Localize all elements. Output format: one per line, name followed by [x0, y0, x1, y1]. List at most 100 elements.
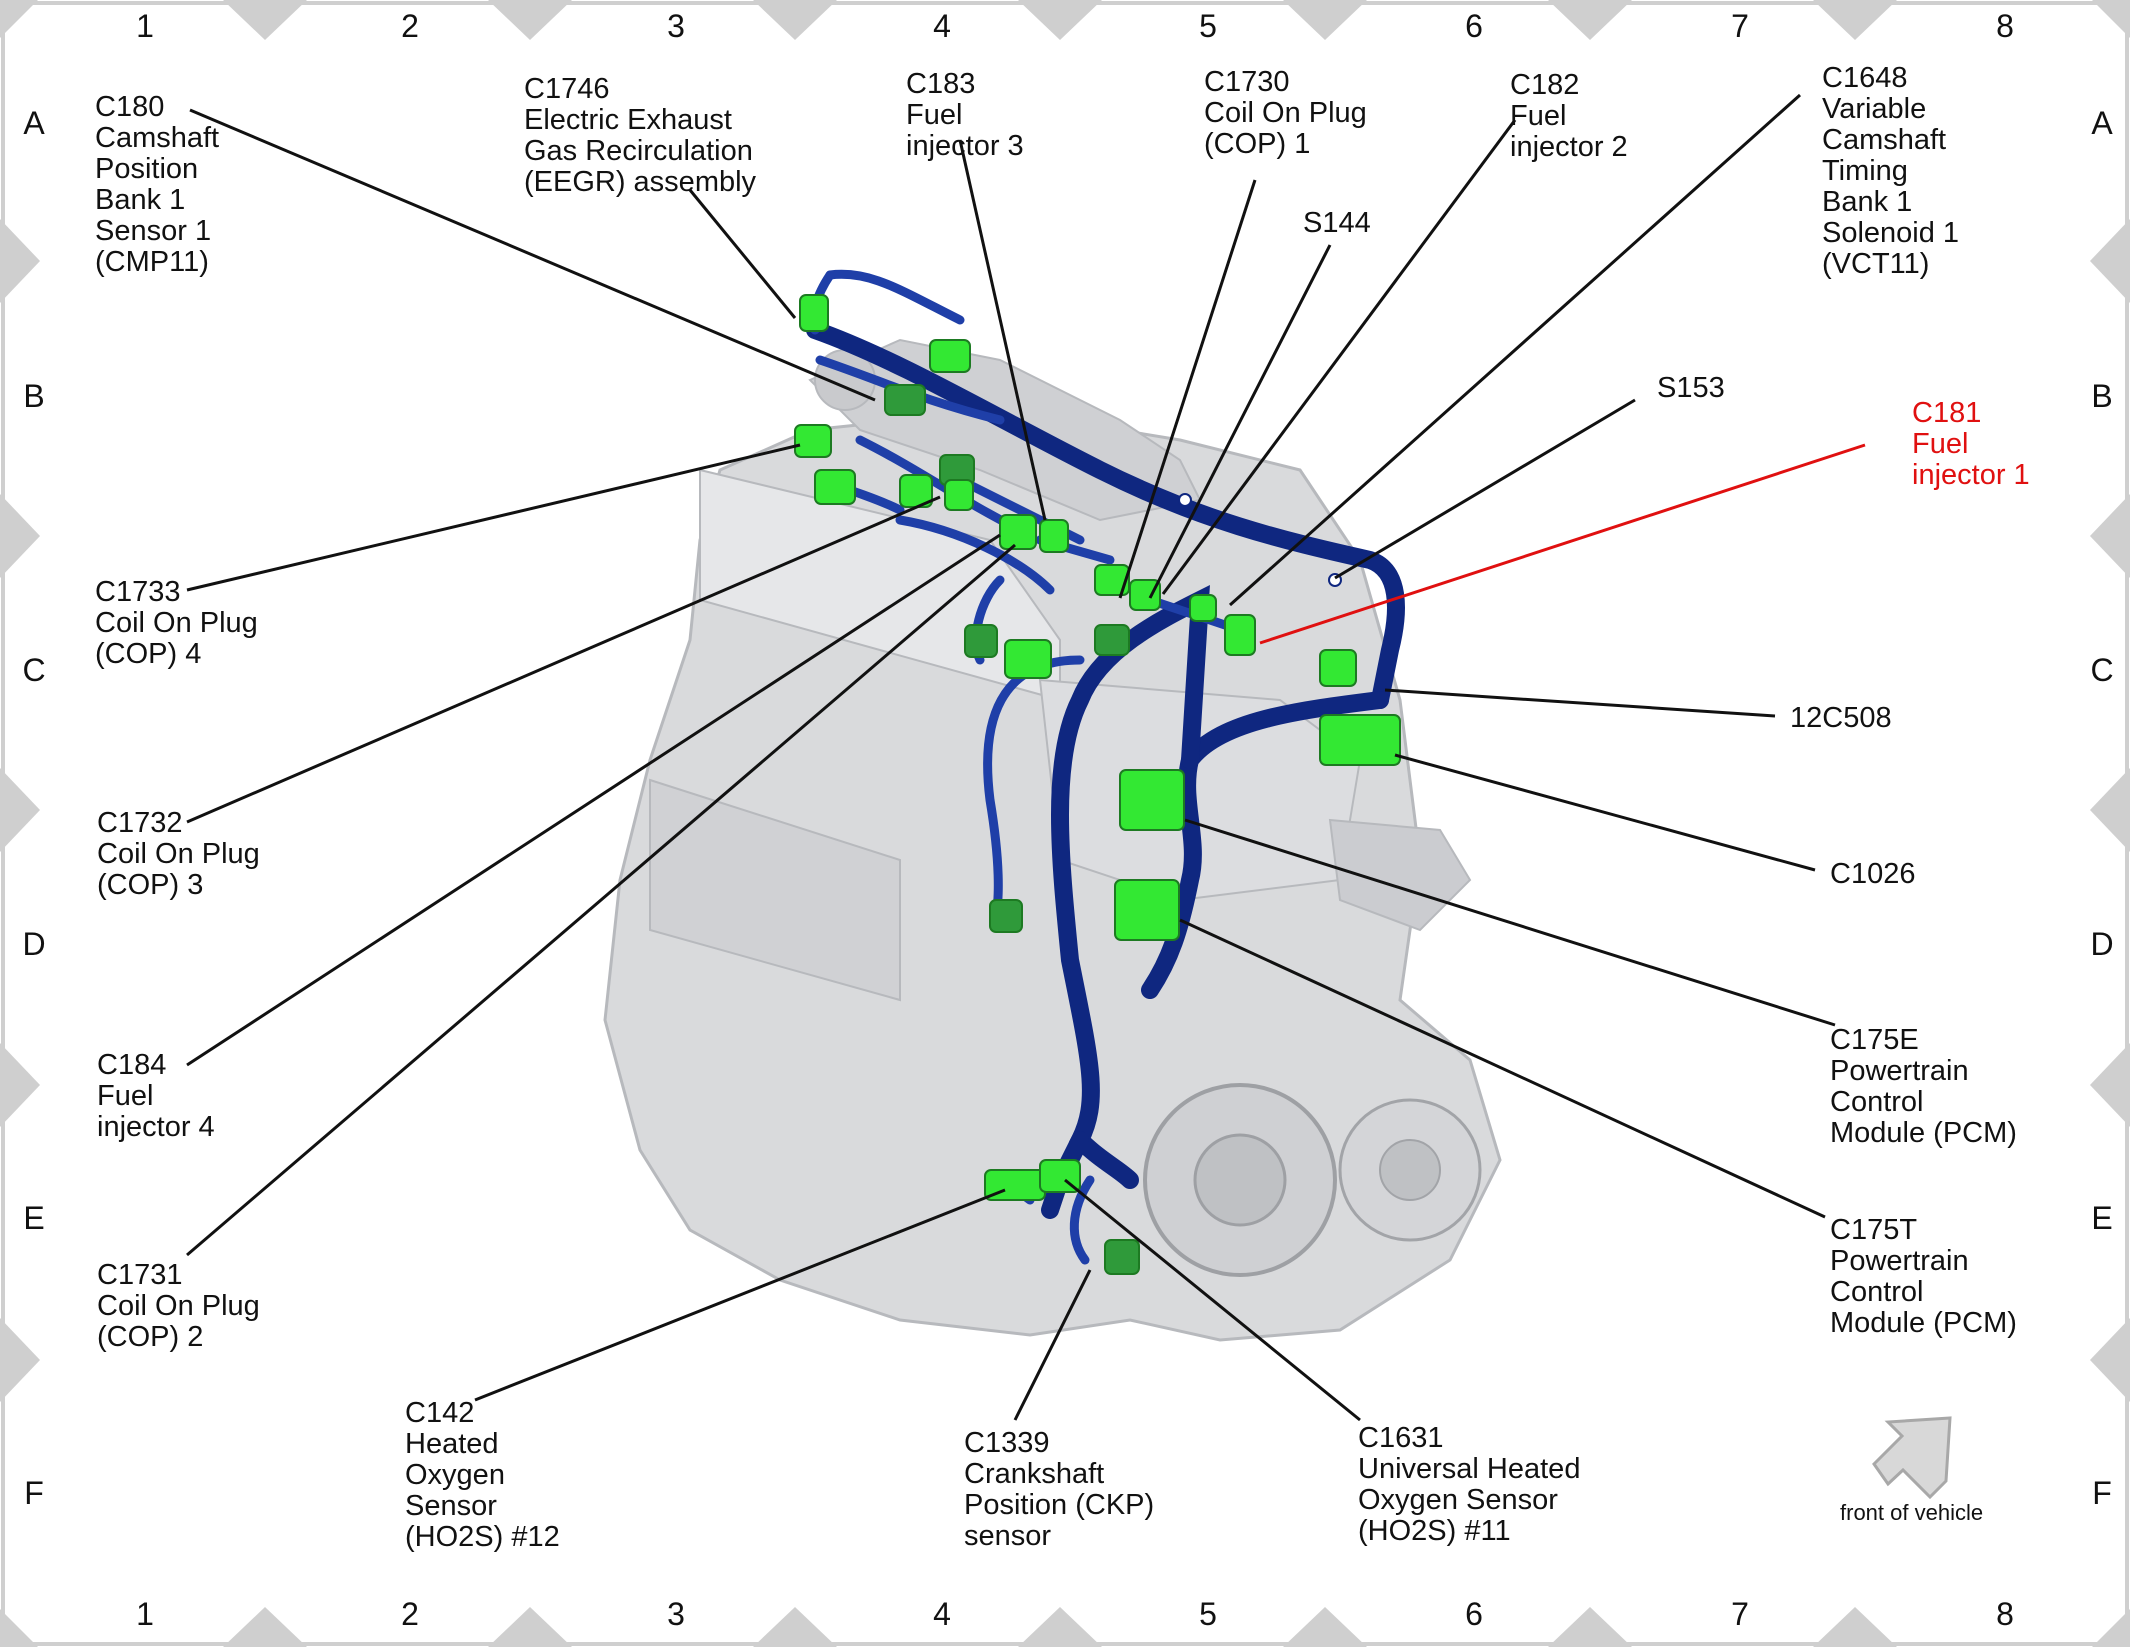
- grid-row-label: B: [2091, 378, 2113, 414]
- leader-line: [186, 543, 1016, 1257]
- leader-line: [189, 108, 876, 402]
- ac-compressor-hub: [1379, 1139, 1441, 1201]
- connector: [1189, 594, 1217, 622]
- callout-line: C1648: [1822, 62, 1908, 94]
- callout-line: Control: [1830, 1276, 1924, 1308]
- grid-notch: [0, 219, 40, 303]
- callout-line: Sensor: [405, 1490, 497, 1522]
- grid-row-label: D: [2090, 926, 2114, 962]
- leader-line: [1334, 398, 1636, 580]
- grid-notch: [2090, 1318, 2130, 1402]
- callout-line: injector 1: [1912, 459, 2030, 491]
- callout-line: (HO2S) #12: [405, 1521, 560, 1553]
- grid-notch: [0, 1043, 40, 1127]
- callout-line: injector 4: [97, 1111, 215, 1143]
- grid-row-label: E: [23, 1200, 45, 1236]
- callout-line: Fuel: [906, 99, 963, 131]
- leader-line: [1179, 918, 1826, 1219]
- connector: [1039, 519, 1069, 553]
- harness-branch: [825, 269, 965, 325]
- callout-line: Fuel: [1510, 100, 1567, 132]
- grid-column-label: 8: [1996, 8, 2014, 44]
- leader-line: [474, 1188, 1006, 1402]
- grid-notch: [0, 768, 40, 852]
- callout-line: sensor: [964, 1520, 1052, 1552]
- callout-line: Solenoid 1: [1822, 217, 1960, 249]
- grid-notch: [1018, 1607, 1102, 1647]
- callout-line: Control: [1830, 1086, 1924, 1118]
- grid-column-label: 2: [401, 1596, 419, 1632]
- callout-line: C1026: [1830, 858, 1916, 890]
- grid-notch: [0, 1318, 40, 1402]
- grid-notch: [488, 0, 572, 40]
- leader-line: [688, 189, 797, 319]
- connector: [1094, 564, 1130, 596]
- grid-row-label: F: [24, 1475, 44, 1511]
- grid-notch: [1548, 1607, 1632, 1647]
- connector: [989, 899, 1023, 933]
- leader-line: [186, 533, 1001, 1067]
- callout-line: C1732: [97, 807, 183, 839]
- connector: [1004, 639, 1052, 679]
- leader-line: [186, 495, 941, 824]
- callout-line: C182: [1510, 69, 1580, 101]
- leader-line: [1228, 93, 1802, 607]
- connector: [999, 514, 1037, 550]
- callout-line: C1746: [524, 73, 610, 105]
- grid-notch: [2092, 0, 2130, 38]
- grid-column-label: 6: [1465, 8, 1483, 44]
- callout-line: Coil On Plug: [95, 607, 258, 639]
- callout-line: (VCT11): [1822, 248, 1930, 280]
- connector: [1119, 769, 1185, 831]
- connector: [1094, 624, 1130, 656]
- grid-column-label: 1: [136, 1596, 154, 1632]
- grid-notch: [0, 494, 40, 578]
- grid-notch: [2090, 768, 2130, 852]
- callout-line: Camshaft: [1822, 124, 1947, 156]
- grid-notch: [488, 1607, 572, 1647]
- callout-line: Bank 1: [1822, 186, 1913, 218]
- grid-notch: [753, 0, 837, 40]
- connector: [814, 469, 856, 505]
- grid-notch: [2090, 494, 2130, 578]
- callout-line: Coil On Plug: [1204, 97, 1367, 129]
- connector: [964, 624, 998, 658]
- grid-notch: [2090, 1043, 2130, 1127]
- harness-branch: [895, 515, 1055, 595]
- grid-row-label: C: [22, 652, 46, 688]
- callout-line: Timing: [1822, 155, 1908, 187]
- callout-line: injector 3: [906, 130, 1024, 162]
- connectors: [794, 294, 1401, 1275]
- leader-line: [1148, 244, 1332, 599]
- callout-line: C184: [97, 1049, 167, 1081]
- grid-column-label: 2: [401, 8, 419, 44]
- connector: [1104, 1239, 1140, 1275]
- connector: [1319, 649, 1357, 687]
- thermostat-housing: [1328, 818, 1472, 932]
- grid-column-label: 7: [1731, 1596, 1749, 1632]
- callout-line: Bank 1: [95, 184, 186, 216]
- grid-notch: [1283, 0, 1367, 40]
- grid-column-label: 3: [667, 8, 685, 44]
- leader-line: [1064, 1178, 1361, 1422]
- callout-line: Heated: [405, 1428, 499, 1460]
- leader-line: [1118, 179, 1257, 599]
- callout-c12c508: 12C508: [1790, 703, 1892, 734]
- callout-line: C1731: [97, 1259, 183, 1291]
- grid-notch: [2090, 219, 2130, 303]
- grid-notch: [1018, 0, 1102, 40]
- grid-column-label: 1: [136, 8, 154, 44]
- callout-c1026: C1026: [1830, 859, 1915, 890]
- callout-line: Camshaft: [95, 122, 220, 154]
- grid-notch: [1283, 1607, 1367, 1647]
- connector: [799, 294, 829, 332]
- connector: [1114, 879, 1180, 941]
- callout-line: Oxygen Sensor: [1358, 1484, 1558, 1516]
